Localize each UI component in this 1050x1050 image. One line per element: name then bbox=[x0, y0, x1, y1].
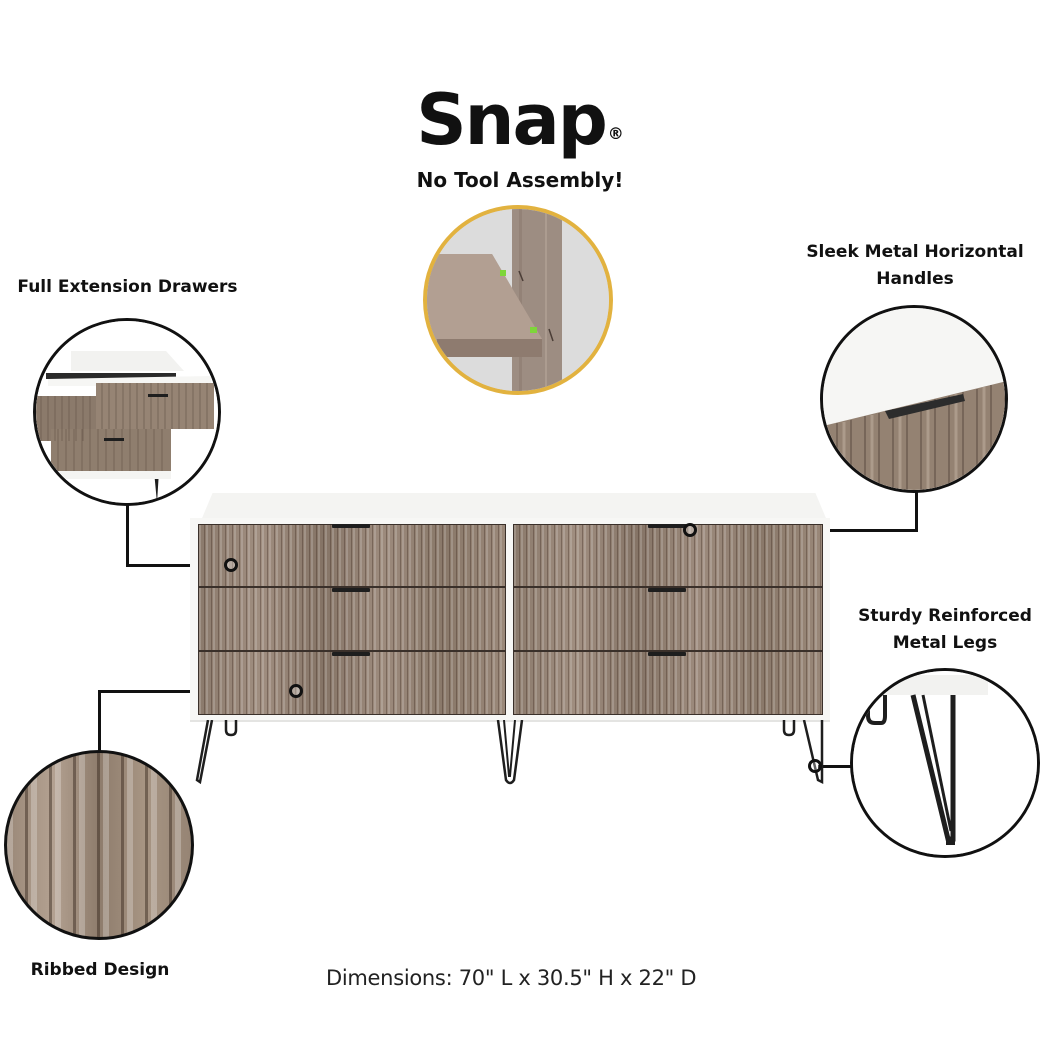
ribbed-detail-image bbox=[4, 750, 194, 940]
drawer-left-top bbox=[198, 524, 506, 587]
brand-tagline: No Tool Assembly! bbox=[416, 168, 624, 192]
trademark-symbol: ® bbox=[607, 124, 624, 143]
drawer-right-middle bbox=[513, 587, 823, 651]
drawers-callout-anchor bbox=[224, 558, 238, 572]
snap-joint-illustration bbox=[427, 209, 609, 391]
leg-front-left bbox=[195, 720, 214, 785]
handles-callout-anchor bbox=[683, 523, 697, 537]
handles-label-line2: Handles bbox=[876, 269, 954, 289]
drawers-callout-line-horizontal bbox=[126, 564, 226, 567]
legs-detail-image bbox=[850, 668, 1040, 858]
assembly-detail-image bbox=[423, 205, 613, 395]
ribbed-callout-line-vertical bbox=[98, 690, 101, 752]
legs-label-line2: Metal Legs bbox=[892, 633, 998, 653]
legs-callout-anchor bbox=[808, 759, 822, 773]
legs-callout-line bbox=[818, 765, 852, 768]
hairpin-leg-illustration bbox=[853, 671, 1037, 855]
callout-label-handles: Sleek Metal Horizontal Handles bbox=[795, 239, 1035, 293]
handles-detail-image bbox=[820, 305, 1008, 493]
handle-right-middle bbox=[648, 588, 686, 592]
dresser-body bbox=[190, 518, 830, 722]
legs-label-line1: Sturdy Reinforced bbox=[858, 606, 1032, 626]
handle-right-top bbox=[648, 524, 686, 528]
drawer-left-middle bbox=[198, 587, 506, 651]
handle-right-bottom bbox=[648, 652, 686, 656]
drawer-left-bottom bbox=[198, 651, 506, 715]
metal-handle-illustration bbox=[823, 308, 1005, 490]
ribbed-callout-anchor bbox=[289, 684, 303, 698]
callout-label-drawers: Full Extension Drawers bbox=[17, 277, 238, 297]
handle-left-top bbox=[332, 524, 370, 528]
drawer-right-top bbox=[513, 524, 823, 587]
handle-left-middle bbox=[332, 588, 370, 592]
callout-label-legs: Sturdy Reinforced Metal Legs bbox=[840, 603, 1050, 657]
handles-callout-line-vertical bbox=[915, 492, 918, 532]
leg-front-right bbox=[802, 720, 824, 785]
drawers-detail-image bbox=[33, 318, 221, 506]
handles-label-line1: Sleek Metal Horizontal bbox=[806, 242, 1024, 262]
handle-left-bottom bbox=[332, 652, 370, 656]
dimensions-text: Dimensions: 70" L x 30.5" H x 22" D bbox=[326, 966, 697, 990]
brand-title: Snap® bbox=[0, 80, 1040, 160]
leg-back-right bbox=[782, 720, 796, 737]
callout-label-ribbed: Ribbed Design bbox=[30, 960, 170, 980]
brand-name: Snap bbox=[416, 79, 608, 161]
drawers-callout-line-vertical bbox=[126, 505, 129, 567]
open-drawer-illustration bbox=[36, 321, 218, 503]
drawer-right-bottom bbox=[513, 651, 823, 715]
leg-back-left bbox=[224, 720, 238, 737]
leg-center bbox=[496, 720, 524, 785]
